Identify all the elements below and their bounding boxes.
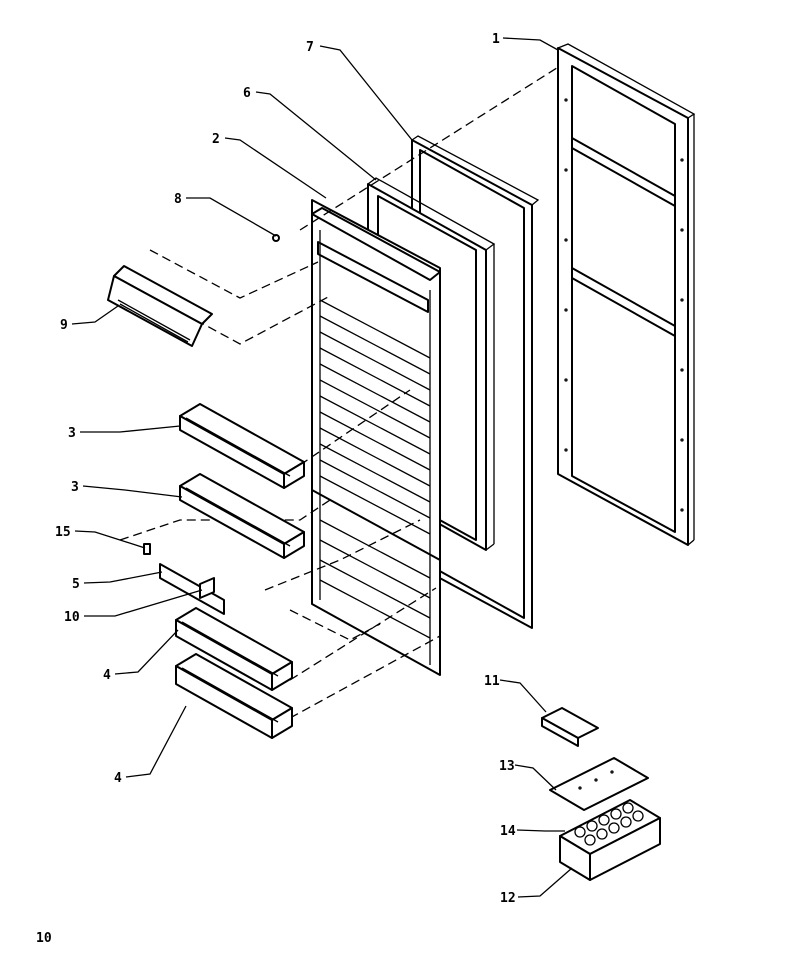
part-bin-divider bbox=[159, 563, 225, 615]
callout-4-lower: 4 bbox=[114, 771, 122, 786]
callout-4-upper: 4 bbox=[103, 668, 111, 683]
callout-3-middle: 3 bbox=[71, 480, 79, 495]
callout-1: 1 bbox=[492, 32, 500, 47]
callout-2: 2 bbox=[212, 132, 220, 147]
part-ice-bin bbox=[559, 799, 661, 881]
part-screw bbox=[272, 234, 280, 242]
part-divider-clip bbox=[143, 543, 151, 555]
callout-12: 12 bbox=[500, 891, 516, 906]
callout-13: 13 bbox=[499, 759, 515, 774]
callout-7: 7 bbox=[306, 40, 314, 55]
part-door-bin-upper bbox=[179, 403, 305, 489]
callout-11: 11 bbox=[484, 674, 500, 689]
assembly-guide-lines bbox=[119, 65, 561, 719]
callout-14: 14 bbox=[500, 824, 516, 839]
callout-labels: 1 7 6 2 8 9 3 3 15 5 10 4 4 11 13 14 12 bbox=[55, 32, 516, 906]
callout-3-upper: 3 bbox=[68, 426, 76, 441]
callout-15: 15 bbox=[55, 525, 71, 540]
callout-10: 10 bbox=[64, 610, 80, 625]
callout-9: 9 bbox=[60, 318, 68, 333]
callout-8: 8 bbox=[174, 192, 182, 207]
part-door-bin-lower-2 bbox=[175, 653, 293, 739]
part-ice-bin-cover bbox=[549, 757, 649, 811]
part-ice-cube-tray bbox=[574, 802, 644, 846]
part-door-bin-lower-1 bbox=[175, 607, 293, 691]
part-ice-tray-small bbox=[541, 707, 599, 747]
callout-5: 5 bbox=[72, 577, 80, 592]
part-outer-door-panel bbox=[557, 43, 696, 546]
part-door-bin-middle bbox=[179, 473, 305, 559]
page-number: 10 bbox=[36, 931, 52, 946]
part-dairy-door bbox=[107, 265, 213, 347]
callout-6: 6 bbox=[243, 86, 251, 101]
part-inner-door-liner bbox=[311, 199, 441, 676]
leader-lines bbox=[71, 37, 573, 898]
